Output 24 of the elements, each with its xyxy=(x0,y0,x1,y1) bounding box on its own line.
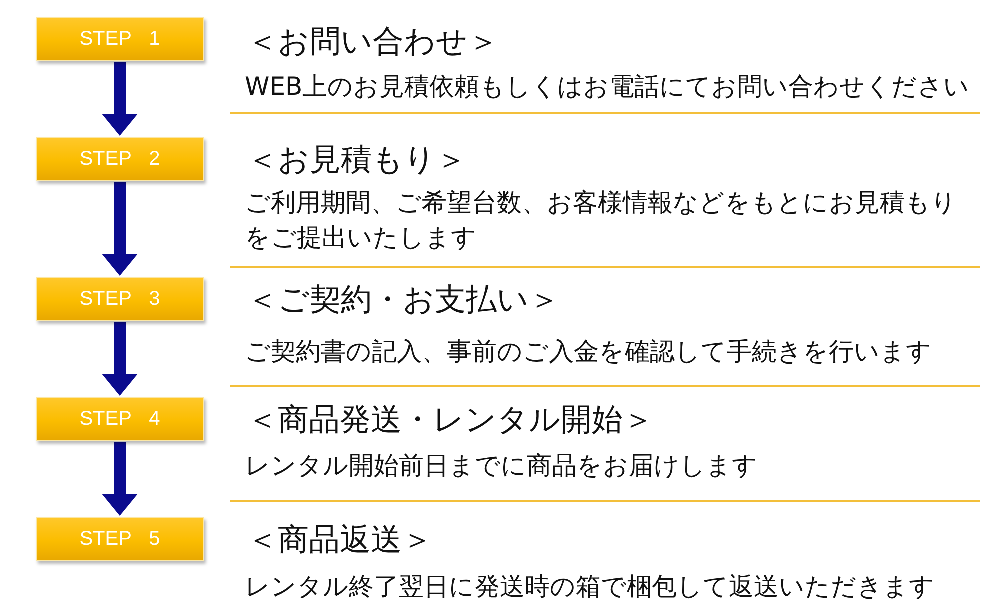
arrow xyxy=(102,442,138,516)
arrow xyxy=(102,182,138,276)
step-title: ＜お見積もり＞ xyxy=(247,142,467,179)
step-description: レンタル終了翌日に発送時の箱で梱包して返送いただきます xyxy=(245,571,936,603)
step-label: STEP 4 xyxy=(80,408,160,430)
step-title: ＜商品返送＞ xyxy=(247,522,433,559)
step-label: STEP 3 xyxy=(80,288,160,310)
step-box xyxy=(36,277,204,321)
step-label: STEP 5 xyxy=(80,528,160,550)
step-box xyxy=(36,17,204,61)
step-title: ＜ご契約・お支払い＞ xyxy=(247,282,560,319)
step-box xyxy=(36,397,204,441)
step-title: ＜商品発送・レンタル開始＞ xyxy=(247,402,654,439)
step-box xyxy=(36,517,204,561)
step-label: STEP 1 xyxy=(80,28,160,50)
step-description: WEB上のお見積依頼もしくはお電話にてお問い合わせください xyxy=(245,71,971,103)
step-box xyxy=(36,137,204,181)
step-label: STEP 2 xyxy=(80,148,160,170)
arrow xyxy=(102,62,138,136)
step-description: ご契約書の記入、事前のご入金を確認して手続きを行います xyxy=(245,336,933,368)
step-title: ＜お問い合わせ＞ xyxy=(247,24,499,61)
arrow xyxy=(102,322,138,396)
step-description: ご利用期間、ご希望台数、お客様情報などをもとにお見積もりをご提出いたします xyxy=(245,187,958,254)
step-description: レンタル開始前日までに商品をお届けします xyxy=(245,450,759,482)
